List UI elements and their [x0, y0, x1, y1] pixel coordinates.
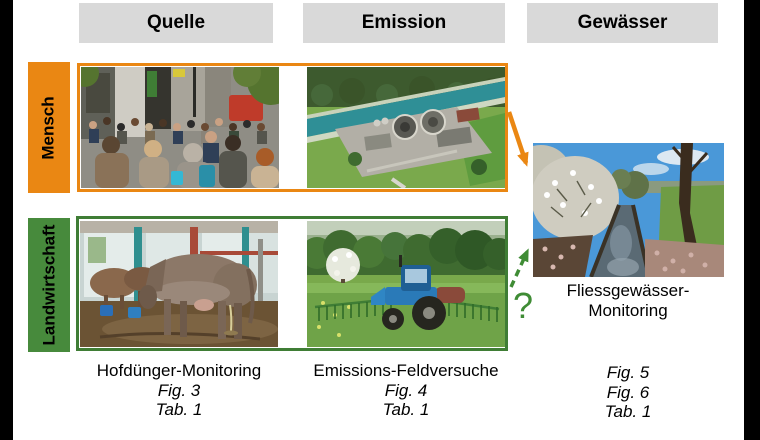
row-label-landwirtschaft: Landwirtschaft [28, 218, 70, 352]
letterbox-bar-right [744, 0, 760, 440]
caption-fliessgewaesser-refs: Fig. 5 Fig. 6 Tab. 1 [528, 363, 728, 422]
caption-fliessgewaesser-line2: Monitoring [588, 300, 668, 320]
caption-fliessgewaesser-line1: Fliessgewässer- [566, 281, 690, 300]
caption-emissions-tab: Tab. 1 [382, 400, 430, 419]
row-label-mensch: Mensch [28, 62, 70, 193]
caption-emissions-fig: Fig. 4 [384, 380, 428, 400]
pedestrian-crowd-photo [81, 67, 279, 188]
cows-in-barn-photo [80, 221, 278, 347]
orange-emission-arrow [506, 111, 529, 167]
green-dashed-question-arrow [509, 248, 529, 288]
caption-emissions-title: Emissions-Feldversuche [313, 361, 499, 380]
caption-stream-tab: Tab. 1 [604, 402, 652, 421]
column-header-emission: Emission [303, 3, 505, 43]
tractor-field-trial-photo [307, 221, 505, 347]
caption-hofduenger-title: Hofdünger-Monitoring [96, 361, 262, 380]
column-header-gewaesser: Gewässer [527, 3, 718, 43]
caption-stream-fig6: Fig. 6 [606, 382, 650, 402]
question-mark-annotation: ? [512, 285, 534, 326]
caption-hofduenger: Hofdünger-Monitoring Fig. 3 Tab. 1 [77, 361, 281, 420]
caption-hofduenger-fig: Fig. 3 [157, 380, 201, 400]
wastewater-plant-aerial-photo [307, 67, 505, 188]
caption-stream-fig5: Fig. 5 [606, 363, 650, 382]
row-label-landwirtschaft-text: Landwirtschaft [39, 224, 58, 346]
row-label-mensch-text: Mensch [39, 95, 59, 160]
caption-hofduenger-tab: Tab. 1 [155, 400, 203, 419]
column-header-quelle: Quelle [79, 3, 273, 43]
letterbox-bar-left [0, 0, 13, 440]
caption-emissions-feldversuche: Emissions-Feldversuche Fig. 4 Tab. 1 [304, 361, 508, 420]
caption-fliessgewaesser-title: Fliessgewässer- Monitoring [528, 281, 728, 320]
stream-monitoring-photo [533, 143, 724, 277]
